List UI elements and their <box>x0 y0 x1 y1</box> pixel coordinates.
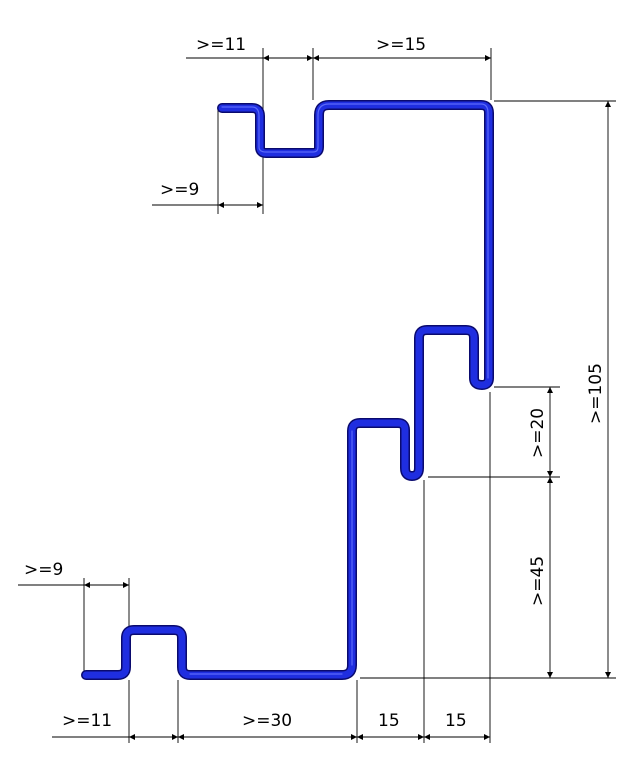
dim-bottom-flange-width: >=30 <box>242 711 292 731</box>
extension-lines <box>83 48 616 743</box>
dim-bottom-lip-height: >=9 <box>24 560 63 580</box>
dim-bottom-hook-width: >=11 <box>62 711 112 731</box>
dim-total-height: >=105 <box>586 363 606 424</box>
dim-step-one: 15 <box>378 711 400 731</box>
dim-lower-height: >=45 <box>528 556 548 606</box>
dim-step-two: 15 <box>445 711 467 731</box>
dim-top-flange-width: >=15 <box>376 35 426 55</box>
dim-top-lip-height: >=9 <box>160 180 199 200</box>
dimension-labels: >=11 >=15 >=9 >=9 >=11 >=30 15 15 >=20 >… <box>24 35 606 731</box>
sheet-profile <box>81 100 494 680</box>
dimension-lines <box>18 55 611 740</box>
dim-notch-spacing: >=20 <box>528 408 548 458</box>
dim-top-hook-width: >=11 <box>196 35 246 55</box>
